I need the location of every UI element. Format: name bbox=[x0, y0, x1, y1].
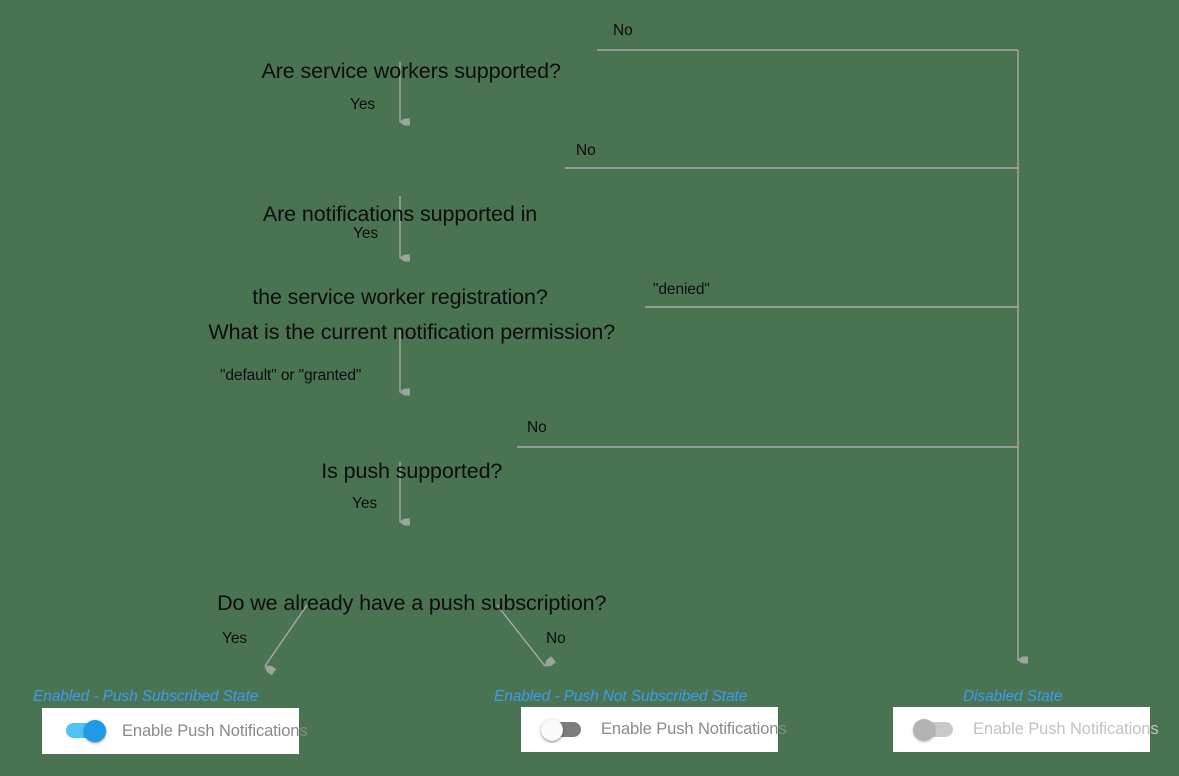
node-notifications-supported: Are notifications supported in the servi… bbox=[0, 146, 800, 366]
toggle-knob bbox=[541, 718, 563, 741]
edge-label-push-no: No bbox=[527, 419, 547, 436]
toggle-knob bbox=[84, 720, 106, 742]
state-label-disabled: Disabled State bbox=[963, 688, 1063, 705]
edge-label-subscription-no: No bbox=[546, 630, 566, 647]
toggle-card-push-not-subscribed[interactable]: Enable Push Notifications bbox=[521, 707, 787, 752]
node-notification-permission-text: What is the current notification permiss… bbox=[208, 319, 616, 344]
push-notifications-toggle-off[interactable] bbox=[541, 718, 585, 741]
edge-label-permission-default-granted: "default" or "granted" bbox=[220, 367, 362, 384]
state-label-push-not-subscribed: Enabled - Push Not Subscribed State bbox=[494, 688, 748, 705]
node-service-workers-supported: Are service workers supported? bbox=[0, 30, 800, 113]
edge-label-push-yes: Yes bbox=[352, 495, 377, 512]
node-service-workers-supported-text: Are service workers supported? bbox=[261, 58, 561, 83]
edge-label-sw-no: No bbox=[613, 22, 633, 39]
push-notifications-toggle-on[interactable] bbox=[62, 720, 106, 742]
toggle-card-push-subscribed[interactable]: Enable Push Notifications bbox=[42, 708, 308, 754]
node-existing-subscription-text: Do we already have a push subscription? bbox=[217, 590, 607, 615]
edge-label-sw-yes: Yes bbox=[350, 96, 375, 113]
node-push-supported: Is push supported? bbox=[0, 430, 800, 513]
state-label-push-subscribed: Enabled - Push Subscribed State bbox=[33, 688, 259, 705]
edge-label-permission-denied: "denied" bbox=[653, 281, 710, 298]
node-existing-subscription: Do we already have a push subscription? bbox=[0, 562, 800, 645]
toggle-knob bbox=[913, 718, 935, 741]
node-notifications-supported-line2: the service worker registration? bbox=[252, 284, 548, 309]
node-push-supported-text: Is push supported? bbox=[321, 458, 503, 483]
edge-label-notif-no: No bbox=[576, 142, 596, 159]
toggle-label-push-not-subscribed: Enable Push Notifications bbox=[601, 720, 787, 738]
node-notification-permission: What is the current notification permiss… bbox=[0, 291, 800, 374]
edge-label-subscription-yes: Yes bbox=[222, 630, 247, 647]
edge-label-notif-yes: Yes bbox=[353, 225, 378, 242]
toggle-label-disabled: Enable Push Notifications bbox=[973, 720, 1159, 738]
node-notifications-supported-line1: Are notifications supported in bbox=[262, 202, 538, 227]
toggle-label-push-subscribed: Enable Push Notifications bbox=[122, 721, 308, 740]
push-notifications-toggle-disabled bbox=[913, 718, 957, 741]
toggle-card-disabled: Enable Push Notifications bbox=[893, 707, 1159, 752]
